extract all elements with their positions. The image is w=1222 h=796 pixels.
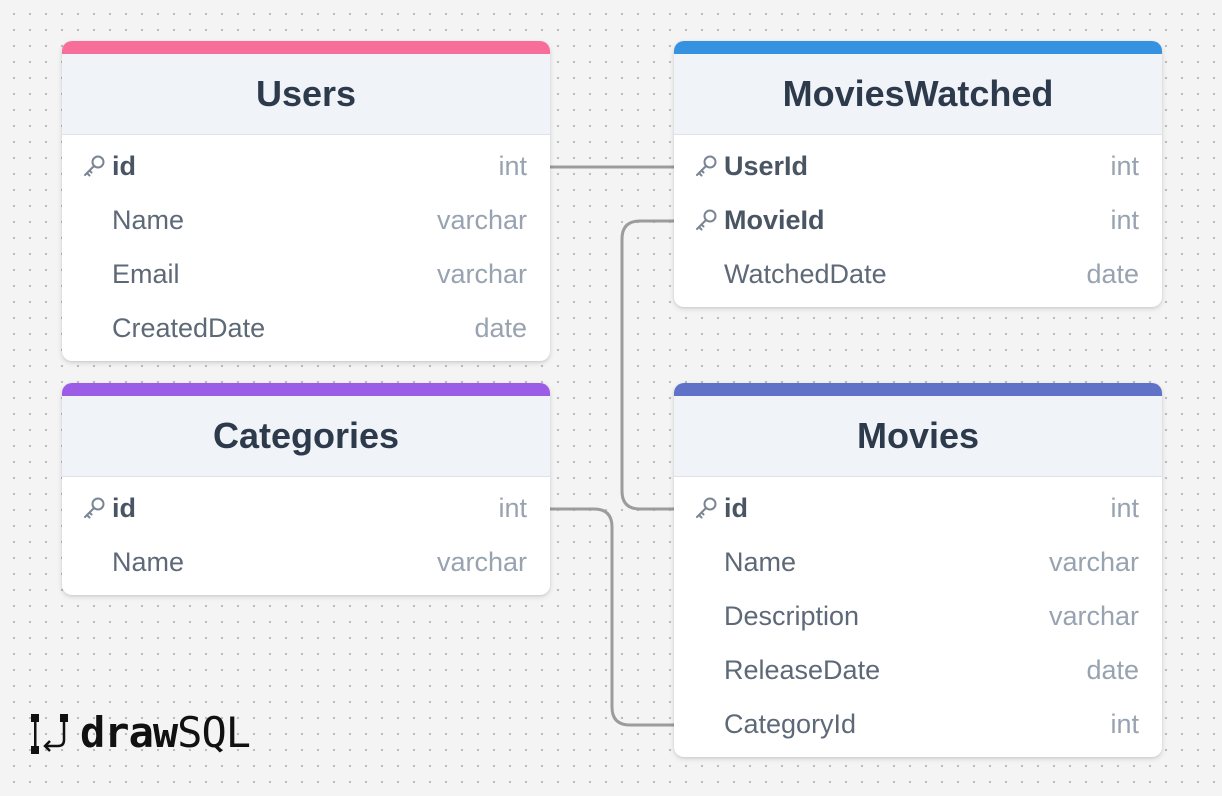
column-type: date: [1086, 258, 1139, 289]
column-name: id: [112, 492, 136, 523]
column-type: date: [474, 312, 527, 343]
table-accent-bar: [674, 41, 1162, 54]
column-row[interactable]: Description varchar: [674, 589, 1162, 643]
column-row[interactable]: UserId int: [674, 139, 1162, 193]
column-type: varchar: [436, 204, 527, 235]
column-row[interactable]: Name varchar: [62, 193, 550, 247]
column-row[interactable]: MovieId int: [674, 193, 1162, 247]
column-name: Description: [724, 600, 860, 631]
column-name: WatchedDate: [724, 258, 887, 289]
column-name: CreatedDate: [112, 312, 266, 343]
column-row[interactable]: Email varchar: [62, 247, 550, 301]
column-name: CategoryId: [724, 708, 857, 739]
column-name: ReleaseDate: [724, 654, 881, 685]
table-accent-bar: [674, 383, 1162, 396]
column-type: int: [498, 150, 527, 181]
column-type: varchar: [436, 546, 527, 577]
column-name: Email: [112, 258, 180, 289]
column-name: UserId: [724, 150, 809, 181]
table-title[interactable]: Categories: [62, 396, 550, 477]
key-icon: [84, 497, 105, 519]
column-type: int: [1110, 708, 1139, 739]
drawsql-logo-icon: [31, 713, 68, 754]
table-title[interactable]: Users: [62, 54, 550, 135]
column-name: Name: [112, 546, 185, 577]
column-row[interactable]: CategoryId int: [674, 697, 1162, 751]
logo-text-sql: SQL: [177, 708, 251, 757]
column-row[interactable]: id int: [62, 139, 550, 193]
table-title[interactable]: Movies: [674, 396, 1162, 477]
column-row[interactable]: Name varchar: [62, 535, 550, 589]
table-movies-watched[interactable]: MoviesWatched UserId int MovieId int Wat…: [674, 41, 1162, 307]
column-row[interactable]: CreatedDate date: [62, 301, 550, 355]
logo-text-draw: draw: [80, 708, 178, 757]
key-icon: [696, 497, 717, 519]
connector-categories-id-to-movies-categoryid[interactable]: [550, 507, 674, 727]
table-title[interactable]: MoviesWatched: [674, 54, 1162, 135]
column-type: int: [1110, 492, 1139, 523]
key-icon: [696, 209, 717, 231]
column-type: varchar: [1048, 600, 1139, 631]
column-type: varchar: [436, 258, 527, 289]
column-type: int: [498, 492, 527, 523]
column-name: MovieId: [724, 204, 825, 235]
table-accent-bar: [62, 41, 550, 54]
column-name: Name: [724, 546, 797, 577]
column-type: date: [1086, 654, 1139, 685]
table-users[interactable]: Users id int Name varchar Email varchar …: [62, 41, 550, 361]
column-type: int: [1110, 150, 1139, 181]
column-type: varchar: [1048, 546, 1139, 577]
column-row[interactable]: Name varchar: [674, 535, 1162, 589]
table-accent-bar: [62, 383, 550, 396]
column-name: id: [724, 492, 748, 523]
key-icon: [84, 155, 105, 177]
column-type: int: [1110, 204, 1139, 235]
table-categories[interactable]: Categories id int Name varchar: [62, 383, 550, 595]
table-movies[interactable]: Movies id int Name varchar Description v…: [674, 383, 1162, 757]
column-row[interactable]: id int: [62, 481, 550, 535]
connector-movieswatched-movieid-to-movies-id[interactable]: [620, 219, 674, 511]
key-icon: [696, 155, 717, 177]
column-row[interactable]: WatchedDate date: [674, 247, 1162, 301]
column-row[interactable]: ReleaseDate date: [674, 643, 1162, 697]
column-name: Name: [112, 204, 185, 235]
column-row[interactable]: id int: [674, 481, 1162, 535]
column-name: id: [112, 150, 136, 181]
